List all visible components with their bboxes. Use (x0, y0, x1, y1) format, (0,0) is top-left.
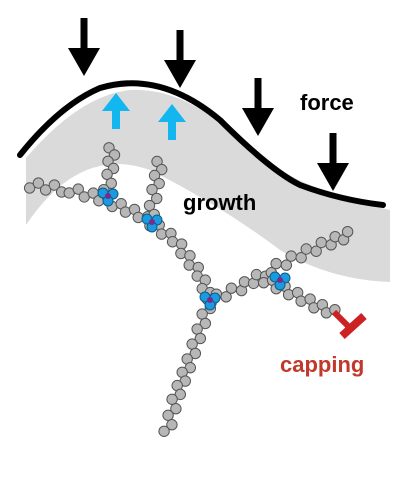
actin-monomer (300, 243, 313, 255)
actin-monomer (48, 179, 61, 191)
growth-label: growth (183, 190, 256, 215)
actin-monomer (225, 282, 238, 294)
actin-monomer (194, 332, 207, 345)
force-label: force (300, 90, 354, 115)
force-arrow-2 (164, 30, 196, 88)
actin-monomer (23, 182, 36, 194)
branch-nodes (97, 187, 291, 311)
actin-monomer (175, 238, 188, 250)
actin-monomer (174, 388, 187, 401)
force-arrow-4 (317, 133, 349, 191)
actin-monomer (146, 183, 158, 196)
actin-monomer (155, 228, 168, 240)
actin-monomer (285, 250, 297, 262)
actin-monomer (189, 347, 202, 360)
actin-monomer (199, 317, 212, 330)
actin-monomer (295, 252, 307, 264)
force-arrow-3 (242, 78, 274, 136)
actin-monomer (105, 177, 117, 190)
actin-monomer (196, 308, 208, 320)
actin-monomer (39, 184, 52, 196)
actin-monomer (280, 259, 293, 271)
arp23-branch-node (141, 213, 163, 233)
actin-monomer (191, 323, 203, 335)
actin-monomer (170, 403, 182, 415)
arp23-branch-node (97, 187, 119, 207)
actin-monomer (166, 419, 178, 431)
actin-monomer (166, 393, 178, 405)
actin-monomer (72, 183, 84, 195)
actin-monomer (151, 192, 163, 205)
actin-monomer (143, 199, 156, 212)
actin-monomer (315, 236, 328, 249)
arp23-branch-node (269, 271, 291, 291)
membrane-curve (17, 80, 386, 208)
actin-monomer (341, 226, 354, 238)
membrane-gray-band (26, 89, 390, 282)
actin-monomer (162, 409, 174, 421)
actin-monomer (270, 257, 282, 270)
capping-protein (331, 309, 367, 339)
capping-label: capping (280, 352, 364, 377)
force-arrow-1 (68, 18, 100, 76)
arp23-branch-node (199, 291, 221, 311)
actin-monomer (32, 177, 45, 189)
actin-monomer (186, 338, 198, 350)
actin-monomer (310, 245, 322, 257)
actin-monomer (220, 291, 232, 303)
actin-monomer (158, 425, 170, 437)
actin-monomer (184, 250, 196, 262)
